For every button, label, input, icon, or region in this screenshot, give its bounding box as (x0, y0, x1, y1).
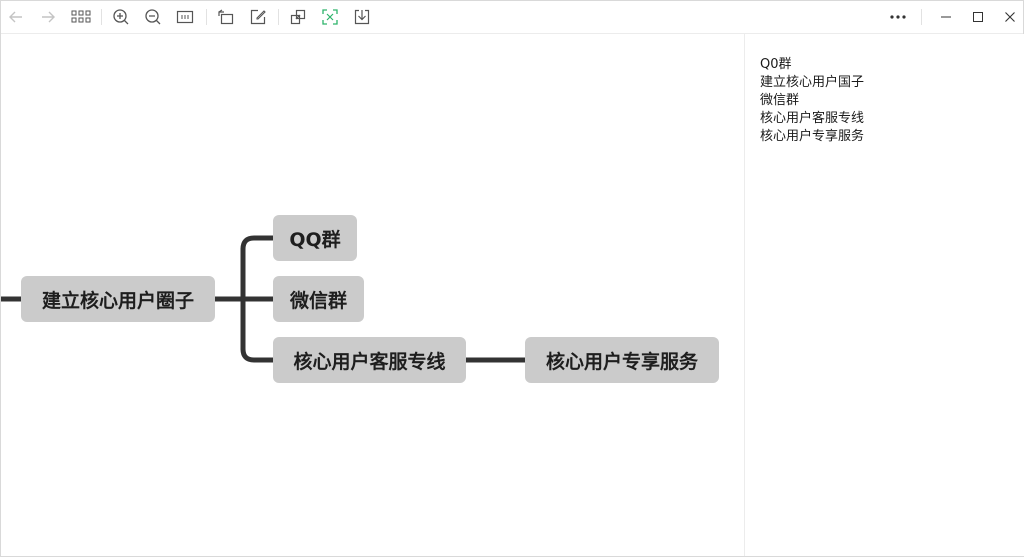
outline-item[interactable]: 微信群 (760, 93, 800, 108)
download-icon[interactable] (351, 6, 373, 28)
outline-item[interactable]: 核心用户专享服务 (760, 129, 865, 144)
outline-item[interactable]: Q0群 (760, 57, 792, 72)
grid-view-icon[interactable] (70, 6, 92, 28)
outline-item[interactable]: 建立核心用户国子 (760, 75, 865, 90)
more-icon[interactable] (887, 6, 909, 28)
outline-item[interactable]: 核心用户客服专线 (760, 111, 865, 126)
toolbar-separator (101, 9, 102, 25)
connector-qq (240, 235, 276, 252)
connector-hotline (240, 346, 276, 363)
close-icon[interactable] (999, 6, 1021, 28)
maximize-icon[interactable] (967, 6, 989, 28)
mindmap-node-root[interactable]: 建立核心用户圈子 (21, 276, 215, 322)
layers-icon[interactable] (287, 6, 309, 28)
rotate-icon[interactable] (215, 6, 237, 28)
back-arrow-icon[interactable] (5, 6, 27, 28)
minimize-icon[interactable] (935, 6, 957, 28)
mindmap-node-hotline[interactable]: 核心用户客服专线 (273, 337, 466, 383)
mindmap-node-wechat[interactable]: 微信群 (273, 276, 364, 322)
content-area: 建立核心用户圈子 QQ群 微信群 核心用户客服专线 核心用户专享服务 Q0群 建… (1, 34, 1024, 556)
scan-icon[interactable] (319, 6, 341, 28)
toolbar (1, 1, 1023, 34)
edit-icon[interactable] (247, 6, 269, 28)
forward-arrow-icon[interactable] (37, 6, 59, 28)
mindmap-connectors (1, 235, 528, 363)
outline-list: Q0群 建立核心用户国子 微信群 核心用户客服专线 核心用户专享服务 (760, 56, 864, 146)
toolbar-separator (206, 9, 207, 25)
toolbar-separator (278, 9, 279, 25)
mindmap-canvas[interactable]: 建立核心用户圈子 QQ群 微信群 核心用户客服专线 核心用户专享服务 (1, 34, 744, 556)
fit-view-icon[interactable] (174, 6, 196, 28)
outline-panel: Q0群 建立核心用户国子 微信群 核心用户客服专线 核心用户专享服务 (744, 34, 1024, 556)
toolbar-separator (921, 9, 922, 25)
zoom-out-icon[interactable] (142, 6, 164, 28)
mindmap-node-service[interactable]: 核心用户专享服务 (525, 337, 719, 383)
mindmap-node-qq[interactable]: QQ群 (273, 215, 357, 261)
zoom-in-icon[interactable] (110, 6, 132, 28)
